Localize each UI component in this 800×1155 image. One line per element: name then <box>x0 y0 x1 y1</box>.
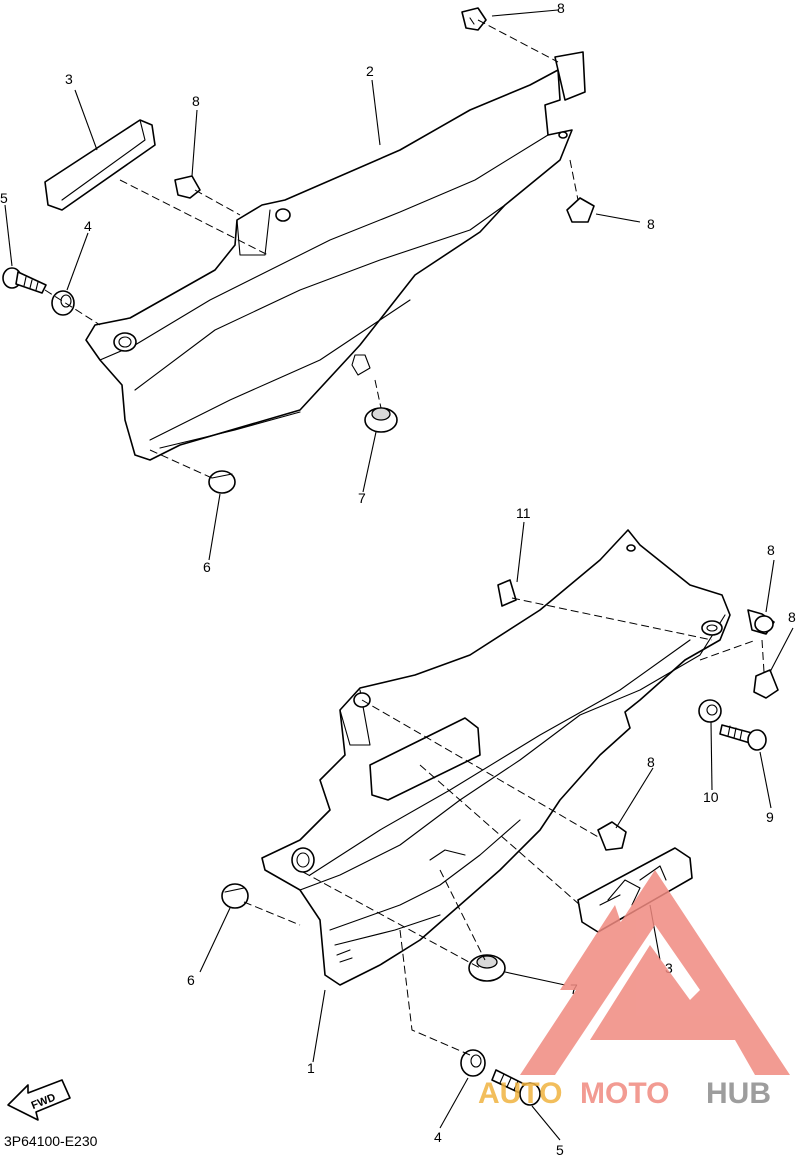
callout-8-upper-left: 8 <box>192 93 200 109</box>
grommet-icon-upper <box>208 470 236 494</box>
callout-3-lower: 3 <box>665 960 673 976</box>
side-cover-lower <box>261 529 731 986</box>
callout-7-upper: 7 <box>358 490 366 506</box>
rivet-clip-icon-upper-top <box>461 7 487 31</box>
bolt-icon-lower <box>491 1069 541 1106</box>
callout-8-lower-right-bottom: 8 <box>788 609 796 625</box>
emblem-plate-lower <box>577 847 693 933</box>
grommet-icon-lower <box>221 883 249 909</box>
callout-2: 2 <box>366 63 374 79</box>
logo-word-auto: AUTO <box>478 1077 562 1110</box>
rivet-clip-icon-lower-middle <box>597 821 627 851</box>
callout-4-lower: 4 <box>434 1129 442 1145</box>
rivet-clip-icon-upper-left <box>174 175 201 199</box>
logo-word-hub: HUB <box>706 1077 771 1110</box>
callout-6-lower: 6 <box>187 972 195 988</box>
collar-icon-lower-right <box>698 699 722 723</box>
forward-arrow-icon: FWD <box>7 1079 71 1121</box>
callout-8-upper-right: 8 <box>647 216 655 232</box>
callout-4-upper: 4 <box>84 218 92 234</box>
damper-icon-upper <box>364 407 398 433</box>
callout-5-upper: 5 <box>0 190 8 206</box>
collar-icon-upper <box>51 290 75 316</box>
callout-9: 9 <box>766 809 774 825</box>
rivet-clip-icon-lower-right-top <box>747 609 775 635</box>
callout-3-upper: 3 <box>65 71 73 87</box>
collar-icon-lower <box>460 1049 486 1077</box>
callout-8-lower-right-top: 8 <box>767 542 775 558</box>
automotohub-logo: AUTO MOTO HUB <box>478 870 790 1110</box>
callout-8-lower-middle: 8 <box>647 754 655 770</box>
callout-8-upper-top: 8 <box>557 0 565 16</box>
bolt-icon-lower-right <box>719 724 767 751</box>
rivet-clip-icon-upper-right <box>566 197 595 223</box>
callout-10: 10 <box>703 789 719 805</box>
diagram-code: 3P64100-E230 <box>4 1133 98 1149</box>
side-cover-upper <box>85 51 586 461</box>
logo-word-moto: MOTO <box>580 1077 669 1110</box>
callout-5-lower: 5 <box>556 1142 564 1155</box>
callout-11: 11 <box>516 505 531 521</box>
callout-1: 1 <box>307 1060 315 1076</box>
bolt-icon-upper <box>2 267 47 294</box>
damper-icon-lower <box>468 954 506 982</box>
callout-6-upper: 6 <box>203 559 211 575</box>
rivet-clip-icon-lower-right-bottom <box>753 669 779 699</box>
emblem-plate-upper <box>44 119 156 211</box>
